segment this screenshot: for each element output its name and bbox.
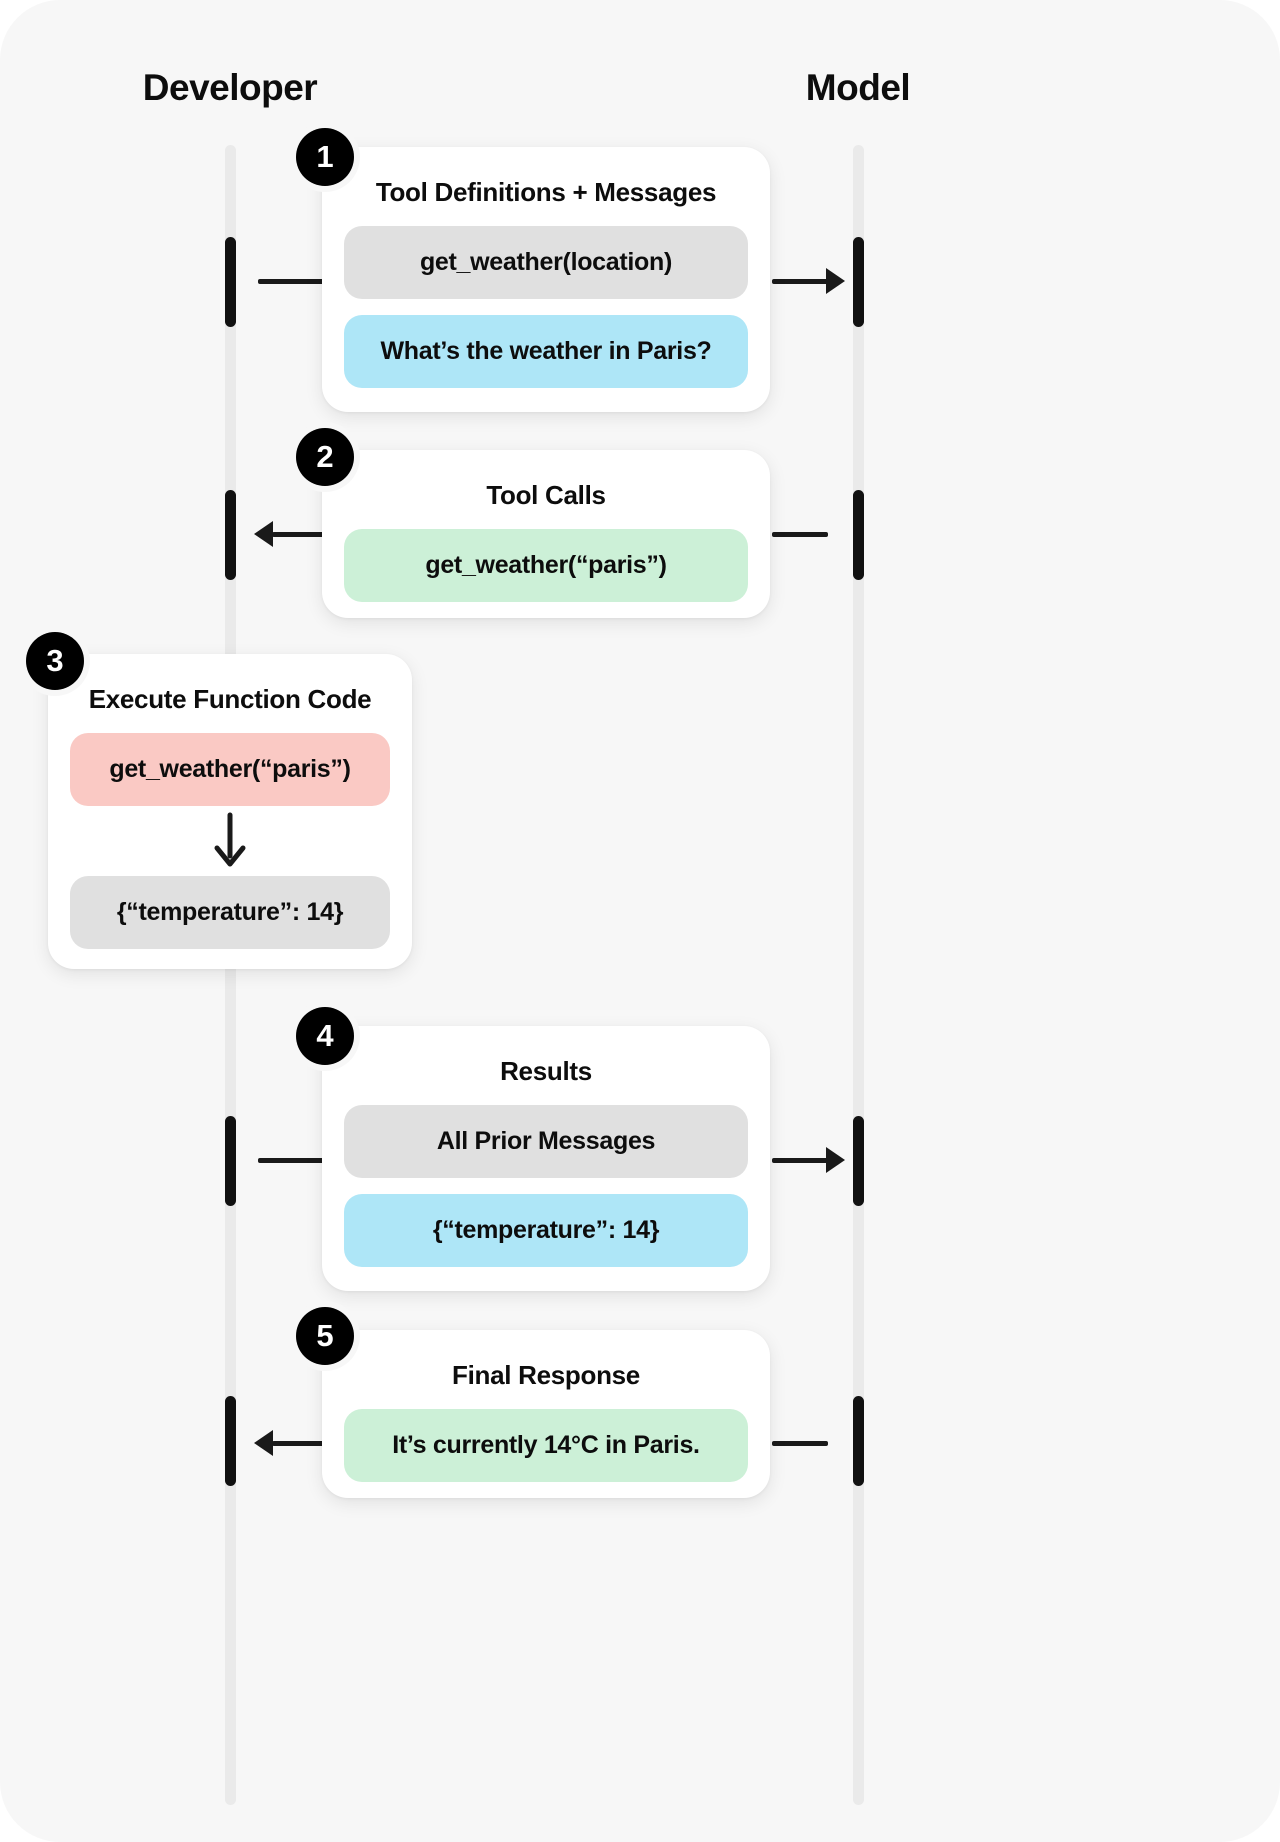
- arrow-head-step4: [826, 1147, 845, 1173]
- step-1-pill-user-message[interactable]: What’s the weather in Paris?: [344, 315, 748, 388]
- step-badge-1: 1: [296, 128, 354, 186]
- activation-model-step4: [853, 1116, 864, 1206]
- step-3-pill-function-result[interactable]: {“temperature”: 14}: [70, 876, 390, 949]
- step-card-3[interactable]: Execute Function Code get_weather(“paris…: [48, 654, 412, 969]
- connector-step2-left: [272, 532, 328, 537]
- step-card-5[interactable]: Final Response It’s currently 14°C in Pa…: [322, 1330, 770, 1498]
- step-1-title: Tool Definitions + Messages: [375, 177, 717, 207]
- step-4-pill-prior-messages[interactable]: All Prior Messages: [344, 1105, 748, 1178]
- step-3-pill-function-call[interactable]: get_weather(“paris”): [70, 733, 390, 806]
- activation-developer-step4: [225, 1116, 236, 1206]
- step-5-pill-final-answer[interactable]: It’s currently 14°C in Paris.: [344, 1409, 748, 1482]
- step-badge-5: 5: [296, 1307, 354, 1365]
- step-badge-4: 4: [296, 1007, 354, 1065]
- activation-model-step2: [853, 490, 864, 580]
- lifeline-model: [853, 145, 864, 1805]
- step-5-title: Final Response: [452, 1360, 640, 1390]
- step-card-1[interactable]: Tool Definitions + Messages get_weather(…: [322, 147, 770, 412]
- step-badge-3: 3: [26, 632, 84, 690]
- connector-step4-left: [258, 1158, 328, 1163]
- connector-step5-right: [772, 1441, 828, 1446]
- step-4-title: Results: [500, 1056, 592, 1086]
- connector-step1-left: [258, 279, 328, 284]
- step-card-4[interactable]: Results All Prior Messages {“temperature…: [322, 1026, 770, 1291]
- step-2-title: Tool Calls: [486, 480, 606, 510]
- step-3-title: Execute Function Code: [88, 684, 372, 714]
- actor-label-model: Model: [805, 67, 911, 108]
- activation-model-step5: [853, 1396, 864, 1486]
- connector-step4-right: [772, 1158, 828, 1163]
- step-2-pill-tool-call[interactable]: get_weather(“paris”): [344, 529, 748, 602]
- step-4-pill-tool-result[interactable]: {“temperature”: 14}: [344, 1194, 748, 1267]
- activation-model-step1: [853, 237, 864, 327]
- activation-developer-step2: [225, 490, 236, 580]
- connector-step5-left: [272, 1441, 328, 1446]
- connector-step2-right: [772, 532, 828, 537]
- activation-developer-step5: [225, 1396, 236, 1486]
- actor-label-developer: Developer: [142, 67, 318, 108]
- arrow-head-step5: [254, 1430, 273, 1456]
- step-card-2[interactable]: Tool Calls get_weather(“paris”): [322, 450, 770, 618]
- step-1-pill-tool-definition[interactable]: get_weather(location): [344, 226, 748, 299]
- activation-developer-step1: [225, 237, 236, 327]
- connector-step1-right: [772, 279, 828, 284]
- lifeline-developer: [225, 145, 236, 1805]
- arrow-head-step1: [826, 268, 845, 294]
- step-badge-2: 2: [296, 428, 354, 486]
- down-arrow-icon: [214, 812, 246, 867]
- arrow-head-step2: [254, 521, 273, 547]
